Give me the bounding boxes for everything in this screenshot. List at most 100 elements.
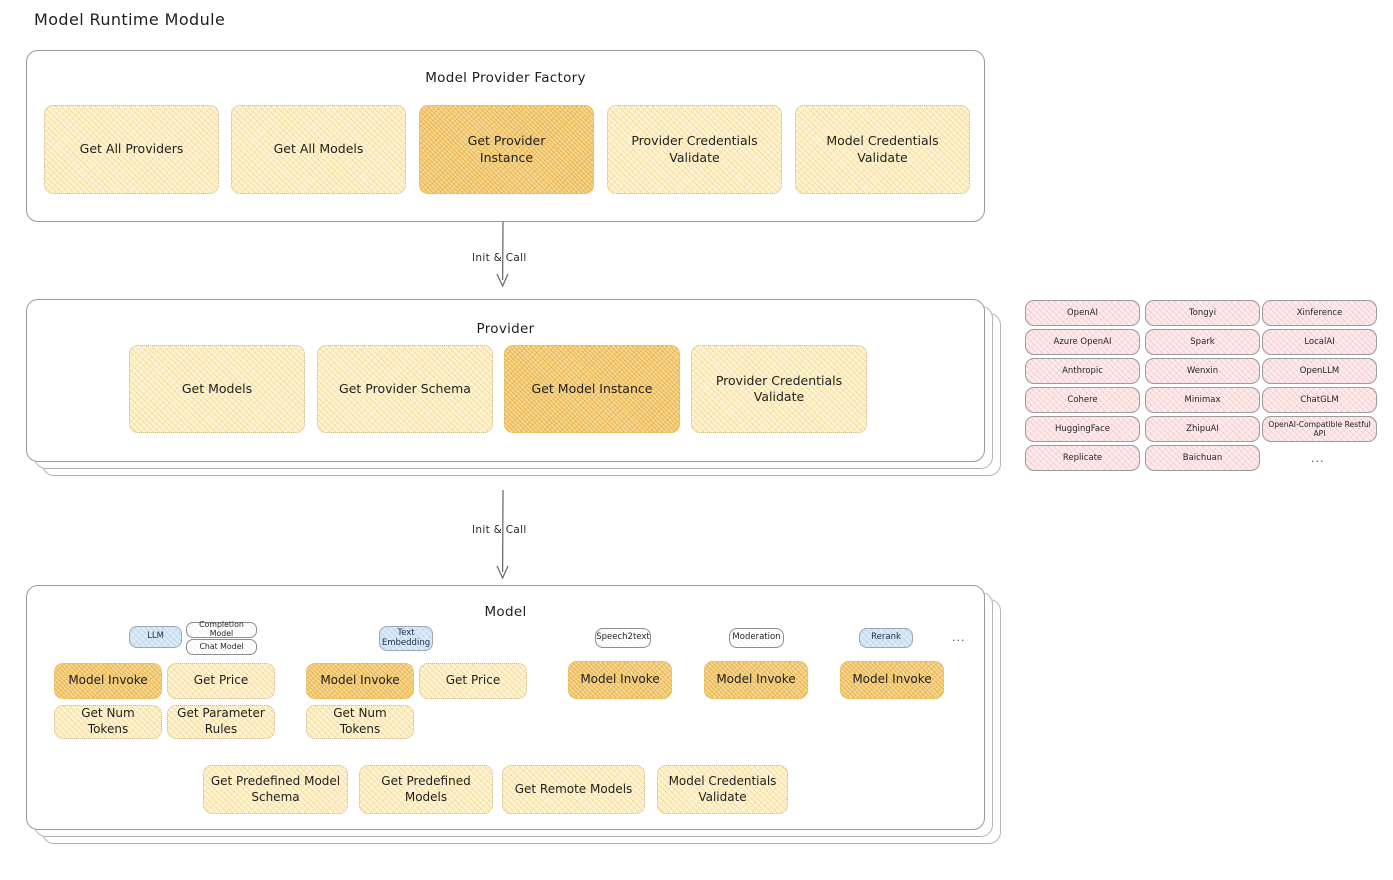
page-title: Model Runtime Module: [34, 10, 226, 29]
factory-node-model-credentials-validate[interactable]: Model Credentials Validate: [795, 105, 970, 194]
model-badge-llm[interactable]: LLM: [129, 626, 182, 648]
model-bottom-node-get-remote-models[interactable]: Get Remote Models: [502, 765, 645, 814]
node-label: Model Invoke: [852, 672, 932, 687]
provider-list-more: ...: [1311, 452, 1325, 465]
chip-label: ZhipuAI: [1186, 424, 1219, 434]
model-badge-moderation[interactable]: Moderation: [729, 628, 784, 648]
provider-chip-minimax[interactable]: Minimax: [1145, 387, 1260, 413]
node-label: Get Parameter Rules: [177, 706, 265, 736]
model-badge-speech2text[interactable]: Speech2text: [595, 628, 651, 648]
chip-label: HuggingFace: [1055, 424, 1110, 434]
chip-label: Baichuan: [1182, 453, 1223, 463]
factory-node-get-provider-instance[interactable]: Get Provider Instance: [419, 105, 594, 194]
node-label: Provider Credentials Validate: [631, 133, 758, 165]
model-llm-node-get-num-tokens[interactable]: Get Num Tokens: [54, 705, 162, 739]
node-label: Get Model Instance: [531, 380, 653, 396]
factory-node-provider-credentials-validate[interactable]: Provider Credentials Validate: [607, 105, 782, 194]
badge-label: Completion Model: [199, 620, 244, 638]
model-badge-rerank[interactable]: Rerank: [859, 628, 913, 648]
node-label: Get Provider Schema: [339, 380, 471, 396]
chip-label: OpenAI-Compatible Restful API: [1268, 420, 1371, 438]
provider-chip-azure-openai[interactable]: Azure OpenAI: [1025, 329, 1140, 355]
provider-chip-replicate[interactable]: Replicate: [1025, 445, 1140, 471]
chip-label: Minimax: [1184, 395, 1221, 405]
factory-node-get-all-models[interactable]: Get All Models: [231, 105, 406, 194]
provider-chip-chatglm[interactable]: ChatGLM: [1262, 387, 1377, 413]
provider-node-provider-credentials-validate[interactable]: Provider Credentials Validate: [691, 345, 867, 433]
chip-label: Wenxin: [1186, 366, 1219, 376]
node-label: Get All Providers: [79, 141, 184, 157]
arrow-factory-to-provider: [478, 221, 528, 294]
provider-chip-baichuan[interactable]: Baichuan: [1145, 445, 1260, 471]
node-label: Model Invoke: [320, 673, 400, 688]
node-label: Provider Credentials Validate: [715, 372, 843, 405]
node-label: Model Invoke: [580, 672, 660, 687]
chip-label: ChatGLM: [1300, 395, 1339, 405]
chip-label: Anthropic: [1062, 366, 1103, 376]
badge-label: Moderation: [732, 632, 781, 643]
provider-title: Provider: [476, 321, 535, 337]
provider-chip-wenxin[interactable]: Wenxin: [1145, 358, 1260, 384]
chip-label: OpenAI: [1066, 308, 1099, 318]
provider-chip-spark[interactable]: Spark: [1145, 329, 1260, 355]
node-label: Get Models: [181, 380, 253, 396]
model-columns-more: ...: [952, 631, 966, 644]
provider-chip-cohere[interactable]: Cohere: [1025, 387, 1140, 413]
model-subbadge-completion-model[interactable]: Completion Model: [186, 620, 257, 638]
node-label: Get Num Tokens: [81, 706, 135, 736]
model-text-embedding-node-get-num-tokens[interactable]: Get Num Tokens: [306, 705, 414, 739]
node-label: Get Price: [445, 673, 501, 688]
node-label: Get Provider Instance: [467, 133, 546, 165]
provider-chip-anthropic[interactable]: Anthropic: [1025, 358, 1140, 384]
model-bottom-node-get-predefined-models[interactable]: Get Predefined Models: [359, 765, 493, 814]
node-label: Model Credentials Validate: [826, 133, 939, 165]
chip-label: LocalAI: [1304, 337, 1335, 347]
badge-label: LLM: [147, 631, 164, 642]
model-speech2text-node-model-invoke[interactable]: Model Invoke: [568, 661, 672, 699]
provider-chip-openai-compatible-restful-api[interactable]: OpenAI-Compatible Restful API: [1262, 416, 1377, 442]
node-label: Model Invoke: [68, 673, 148, 688]
provider-chip-huggingface[interactable]: HuggingFace: [1025, 416, 1140, 442]
node-label: Model Invoke: [716, 672, 796, 687]
chip-label: Replicate: [1062, 453, 1103, 463]
provider-chip-xinference[interactable]: Xinference: [1262, 300, 1377, 326]
provider-chip-zhipuai[interactable]: ZhipuAI: [1145, 416, 1260, 442]
model-badge-text-embedding[interactable]: Text Embedding: [379, 626, 433, 651]
model-text-embedding-node-model-invoke[interactable]: Model Invoke: [306, 663, 414, 699]
arrow-provider-to-model: [478, 489, 528, 586]
chip-label: Spark: [1190, 337, 1215, 347]
provider-node-get-models[interactable]: Get Models: [129, 345, 305, 433]
node-label: Get Predefined Models: [381, 773, 471, 804]
chip-label: OpenLLM: [1299, 366, 1340, 376]
model-llm-node-get-parameter-rules[interactable]: Get Parameter Rules: [167, 705, 275, 739]
model-llm-node-get-price[interactable]: Get Price: [167, 663, 275, 699]
model-bottom-node-get-predefined-model-schema[interactable]: Get Predefined Model Schema: [203, 765, 348, 814]
provider-chip-openllm[interactable]: OpenLLM: [1262, 358, 1377, 384]
node-label: Get Price: [193, 673, 249, 688]
chip-label: Xinference: [1296, 308, 1343, 318]
badge-label: Chat Model: [199, 641, 244, 651]
model-subbadge-chat-model[interactable]: Chat Model: [186, 639, 257, 655]
node-label: Get Remote Models: [514, 781, 633, 796]
model-text-embedding-node-get-price[interactable]: Get Price: [419, 663, 527, 699]
model-rerank-node-model-invoke[interactable]: Model Invoke: [840, 661, 944, 699]
node-label: Get All Models: [273, 141, 364, 157]
arrow-label-init-call-1: Init & Call: [472, 252, 527, 264]
factory-node-get-all-providers[interactable]: Get All Providers: [44, 105, 219, 194]
chip-label: Cohere: [1067, 395, 1098, 405]
provider-node-get-model-instance[interactable]: Get Model Instance: [504, 345, 680, 433]
model-llm-node-model-invoke[interactable]: Model Invoke: [54, 663, 162, 699]
chip-label: Tongyi: [1188, 308, 1217, 318]
arrow-down-icon: [496, 221, 509, 288]
provider-chip-openai[interactable]: OpenAI: [1025, 300, 1140, 326]
badge-label: Text Embedding: [381, 627, 431, 648]
provider-chip-localai[interactable]: LocalAI: [1262, 329, 1377, 355]
model-moderation-node-model-invoke[interactable]: Model Invoke: [704, 661, 808, 699]
provider-node-get-provider-schema[interactable]: Get Provider Schema: [317, 345, 493, 433]
model-bottom-node-model-credentials-validate[interactable]: Model Credentials Validate: [657, 765, 788, 814]
model-container: [26, 585, 985, 830]
factory-title: Model Provider Factory: [425, 70, 586, 86]
badge-label: Rerank: [871, 632, 901, 643]
provider-chip-tongyi[interactable]: Tongyi: [1145, 300, 1260, 326]
model-title: Model: [484, 604, 527, 620]
